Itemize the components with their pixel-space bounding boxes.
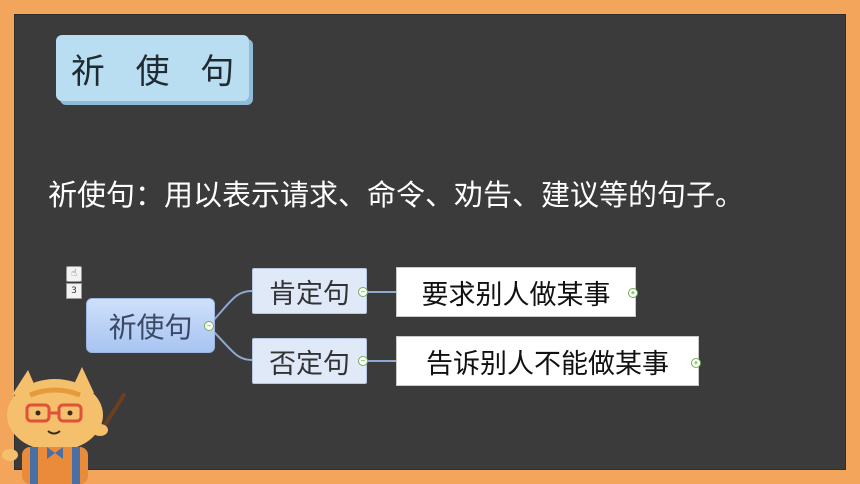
- slide-title: 祈 使 句: [70, 51, 245, 92]
- connector-negative: [211, 329, 253, 361]
- connector-affirmative: [211, 290, 253, 323]
- branch-node-affirmative[interactable]: 肯定句: [252, 268, 367, 314]
- expand-toggle-icon[interactable]: +: [628, 288, 638, 298]
- leaf-node-negative[interactable]: 告诉别人不能做某事: [396, 336, 699, 386]
- branch-node-negative[interactable]: 否定句: [252, 338, 367, 384]
- leaf-node-affirmative[interactable]: 要求别人做某事: [396, 267, 636, 317]
- marker-number: 3: [66, 283, 82, 299]
- mindmap-root-node[interactable]: 祈使句: [86, 298, 215, 353]
- collapse-toggle-icon[interactable]: −: [358, 287, 368, 297]
- thumb-icon[interactable]: ☝: [66, 266, 82, 282]
- definition-text: 祈使句：用以表示请求、命令、劝告、建议等的句子。: [48, 178, 745, 212]
- title-box: 祈 使 句: [56, 35, 249, 101]
- expand-toggle-icon[interactable]: +: [691, 358, 701, 368]
- collapse-toggle-icon[interactable]: −: [204, 321, 214, 331]
- cat-teacher-illustration: [2, 367, 126, 484]
- collapse-toggle-icon[interactable]: −: [358, 356, 368, 366]
